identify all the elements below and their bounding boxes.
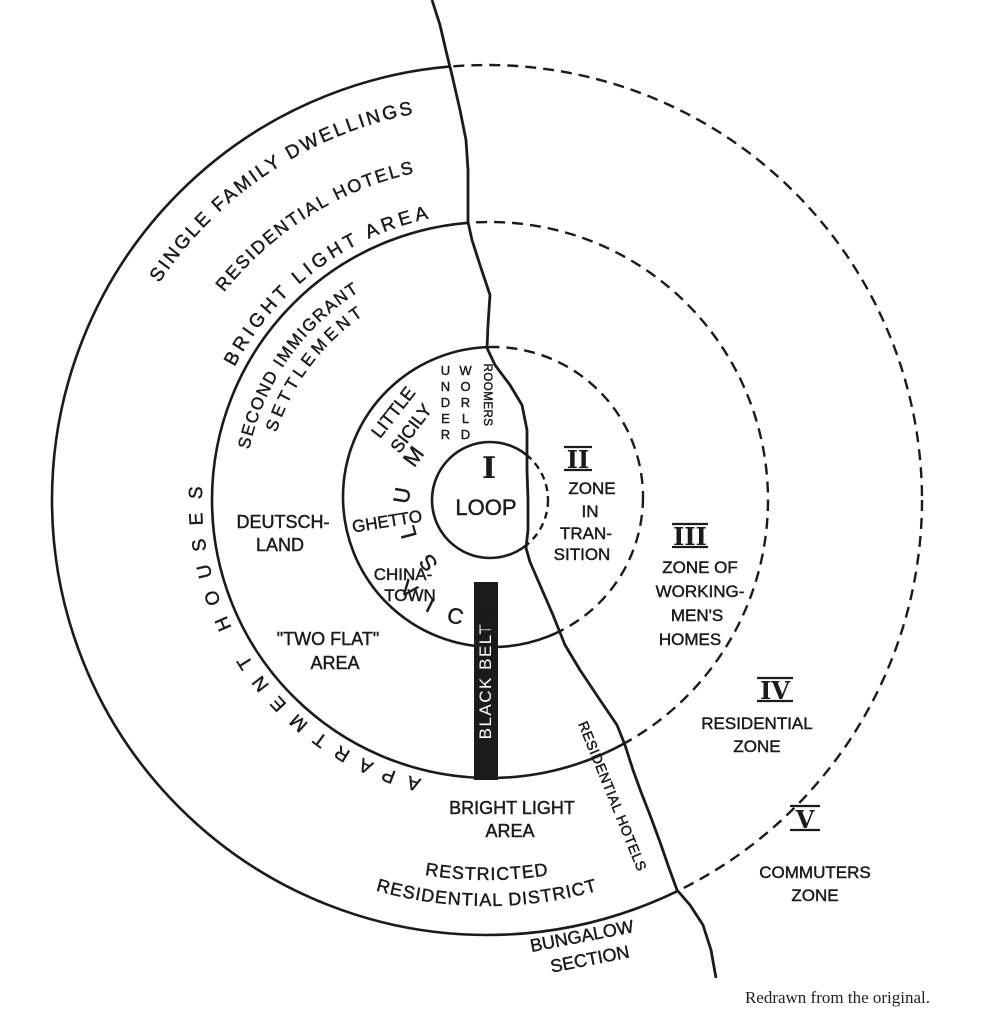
zone-3-line: HOMES	[659, 630, 721, 649]
zone-2-line: SITION	[554, 545, 611, 564]
zone-4-label: IV RESIDENTIAL ZONE	[701, 676, 813, 756]
zone-3-line: MEN'S	[671, 606, 723, 625]
zone-5-line: COMMUTERS	[759, 863, 870, 882]
zone-5-line: ZONE	[791, 886, 838, 905]
chinatown-label-2: TOWN	[384, 586, 436, 605]
loop-label: LOOP	[455, 495, 516, 520]
caption: Redrawn from the original.	[745, 988, 930, 1007]
zone-5-dashed	[432, 63, 924, 937]
deutschland-label-2: LAND	[256, 535, 304, 555]
bright-light-bottom-label: BRIGHT LIGHT	[449, 798, 575, 818]
shore-residential-hotels-label: RESIDENTIAL HOTELS	[575, 719, 650, 874]
roomers-label: ROOMERS	[481, 364, 493, 427]
zone-2-label: II ZONE IN TRAN- SITION	[553, 445, 615, 564]
zone-4-line: ZONE	[733, 737, 780, 756]
single-family-dwellings-label: SINGLE FAMILY DWELLINGS	[146, 98, 417, 286]
zone-3-label: III ZONE OF WORKING- MEN'S HOMES	[655, 522, 745, 649]
zone-3-line: ZONE OF	[662, 558, 738, 577]
zone-4-numeral: IV	[760, 676, 790, 705]
chinatown-label-1: CHINA-	[374, 565, 433, 584]
zone-5-numeral: V	[795, 805, 815, 834]
two-flat-area-label: AREA	[310, 653, 359, 673]
black-belt-label: BLACK BELT	[476, 623, 495, 740]
two-flat-label: "TWO FLAT"	[277, 629, 379, 649]
bright-light-bottom-area-label: AREA	[485, 821, 534, 841]
zone-2-line: IN	[582, 502, 599, 521]
loop-numeral: I	[482, 451, 496, 486]
zone-3-line: WORKING-	[656, 582, 745, 601]
lake-shore-line	[430, 0, 718, 979]
zone-2-numeral: II	[567, 445, 589, 474]
zone-5-label: V COMMUTERS ZONE	[759, 804, 871, 905]
deutschland-label-1: DEUTSCH-	[237, 512, 330, 532]
underworld-label-world: WORLD	[458, 363, 473, 443]
zone-2-line: TRAN-	[560, 524, 612, 543]
zone-2-line: ZONE	[568, 479, 615, 498]
restricted-label: RESTRICTED	[424, 859, 550, 884]
zone-4-line: RESIDENTIAL	[701, 714, 812, 733]
underworld-label-under: UNDER	[438, 363, 453, 443]
black-belt-bar	[474, 582, 498, 780]
zone-3-numeral: III	[673, 522, 707, 551]
